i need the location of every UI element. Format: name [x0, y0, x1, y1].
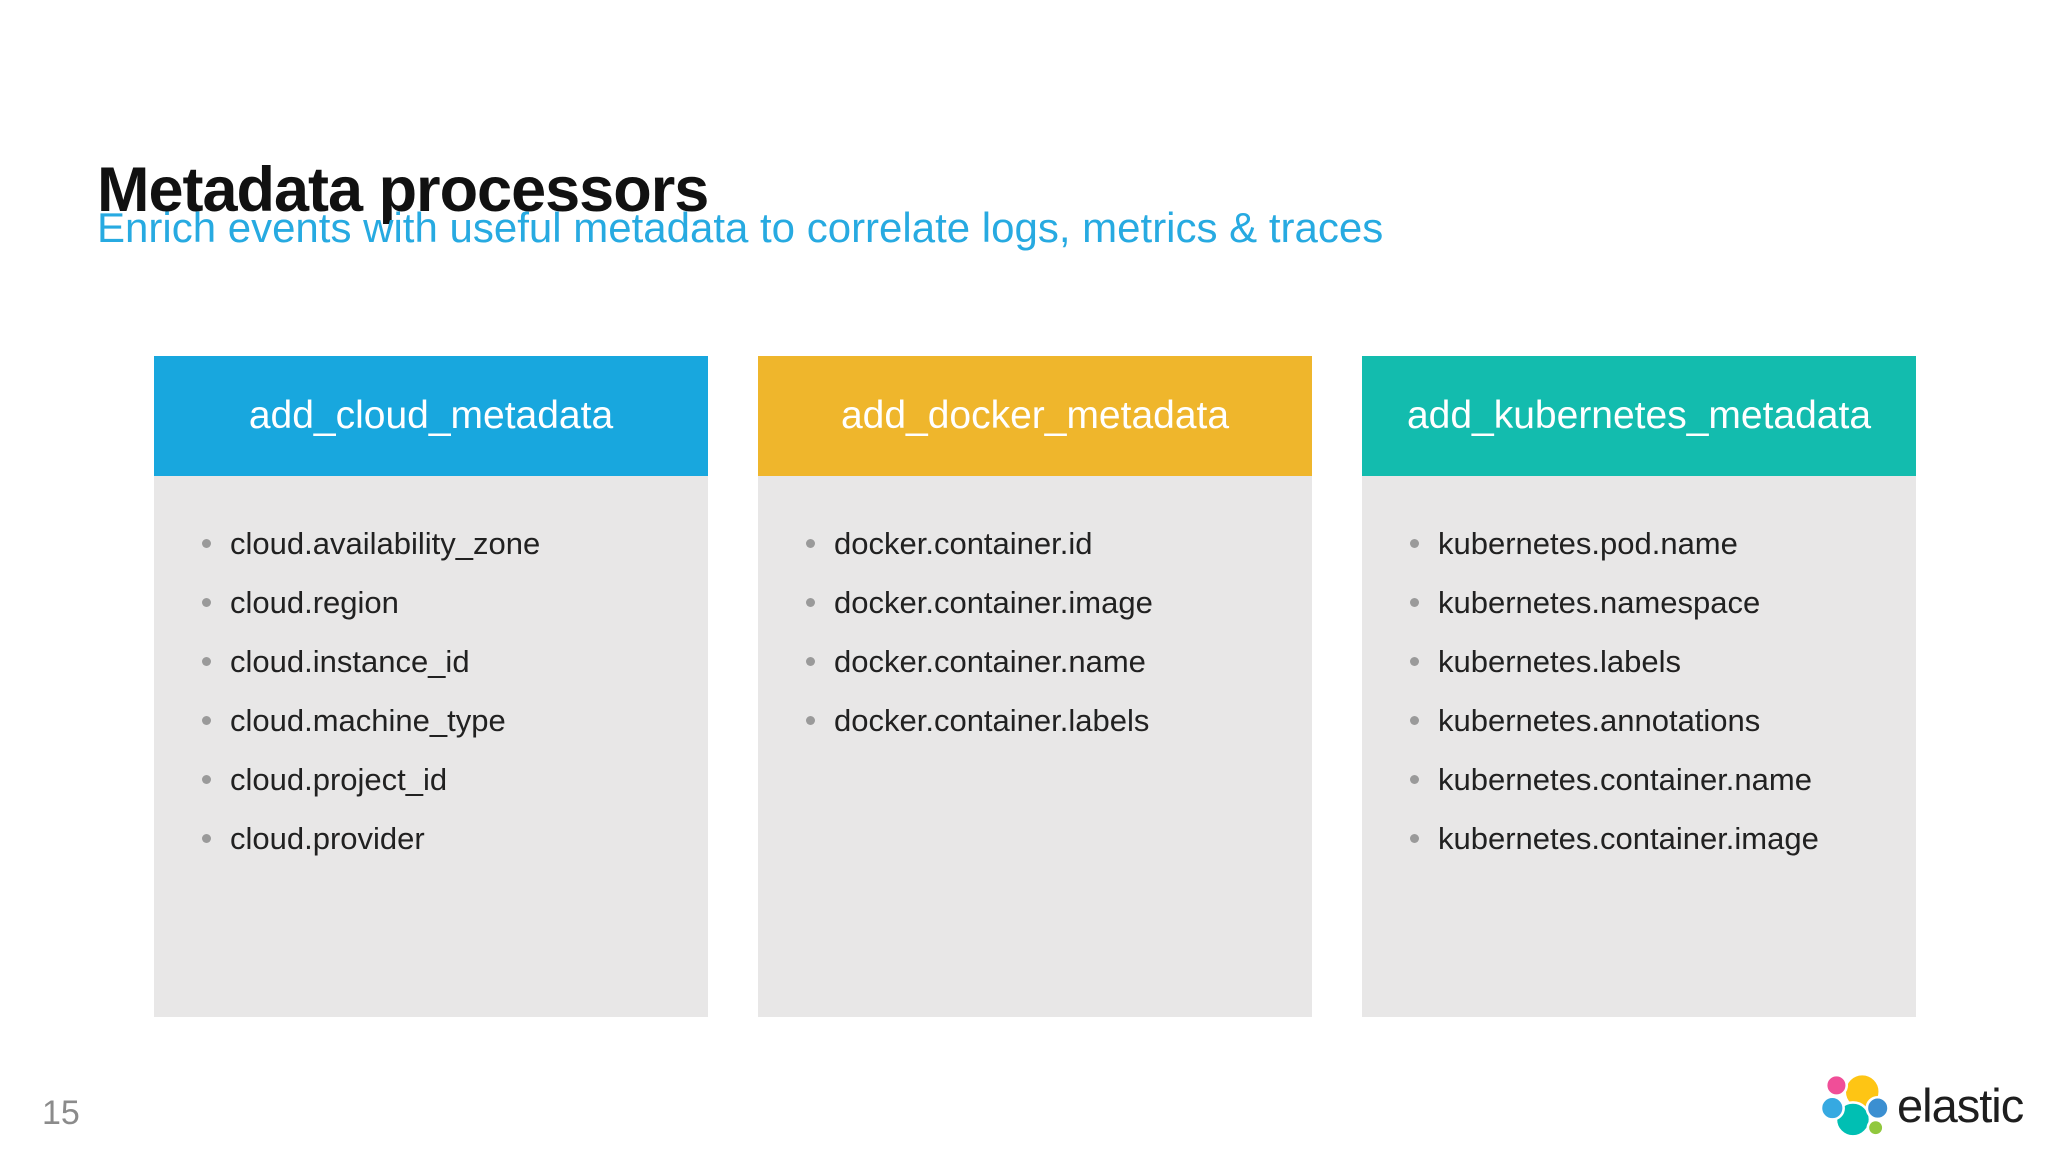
bullet-icon [202, 539, 211, 548]
field-name: docker.container.image [834, 584, 1153, 620]
field-name: cloud.region [230, 584, 399, 620]
bullet-icon [1410, 657, 1419, 666]
bullet-icon [1410, 716, 1419, 725]
field-name: docker.container.id [834, 525, 1093, 561]
card-header-docker: add_docker_metadata [758, 356, 1312, 476]
card-body-kubernetes: kubernetes.pod.name kubernetes.namespace… [1362, 476, 1916, 1017]
bullet-icon [202, 834, 211, 843]
field-name: kubernetes.container.image [1438, 820, 1819, 856]
bullet-icon [806, 716, 815, 725]
card-header-kubernetes: add_kubernetes_metadata [1362, 356, 1916, 476]
elastic-wordmark: elastic [1897, 1078, 2024, 1132]
field-name: kubernetes.namespace [1438, 584, 1761, 620]
card-body-docker: docker.container.id docker.container.ima… [758, 476, 1312, 1017]
processor-cards: add_cloud_metadata cloud.availability_zo… [154, 356, 1916, 1017]
bullet-icon [202, 657, 211, 666]
bullet-icon [806, 598, 815, 607]
list-item: kubernetes.namespace [1362, 573, 1916, 632]
elastic-logo-icon [1822, 1072, 1888, 1138]
field-list: kubernetes.pod.name kubernetes.namespace… [1362, 514, 1916, 868]
list-item: cloud.machine_type [154, 691, 708, 750]
field-name: kubernetes.container.name [1438, 761, 1812, 797]
card-add-kubernetes-metadata: add_kubernetes_metadata kubernetes.pod.n… [1362, 356, 1916, 1017]
field-name: cloud.machine_type [230, 702, 506, 738]
card-add-cloud-metadata: add_cloud_metadata cloud.availability_zo… [154, 356, 708, 1017]
field-name: kubernetes.annotations [1438, 702, 1761, 738]
list-item: docker.container.id [758, 514, 1312, 573]
list-item: cloud.instance_id [154, 632, 708, 691]
field-list: cloud.availability_zone cloud.region clo… [154, 514, 708, 868]
bullet-icon [1410, 598, 1419, 607]
field-name: kubernetes.labels [1438, 643, 1681, 679]
list-item: docker.container.labels [758, 691, 1312, 750]
card-header-cloud: add_cloud_metadata [154, 356, 708, 476]
bullet-icon [202, 775, 211, 784]
list-item: kubernetes.annotations [1362, 691, 1916, 750]
field-name: cloud.project_id [230, 761, 448, 797]
field-name: cloud.provider [230, 820, 425, 856]
list-item: docker.container.image [758, 573, 1312, 632]
list-item: kubernetes.container.image [1362, 809, 1916, 868]
list-item: cloud.region [154, 573, 708, 632]
card-body-cloud: cloud.availability_zone cloud.region clo… [154, 476, 708, 1017]
card-add-docker-metadata: add_docker_metadata docker.container.id … [758, 356, 1312, 1017]
page-title: Metadata processors [97, 155, 709, 226]
page-subtitle: Enrich events with useful metadata to co… [97, 204, 1384, 251]
bullet-icon [202, 598, 211, 607]
list-item: kubernetes.labels [1362, 632, 1916, 691]
list-item: kubernetes.container.name [1362, 750, 1916, 809]
list-item: cloud.availability_zone [154, 514, 708, 573]
elastic-logo: elastic [1822, 1072, 2024, 1138]
field-name: cloud.instance_id [230, 643, 470, 679]
field-name: kubernetes.pod.name [1438, 525, 1738, 561]
bullet-icon [806, 539, 815, 548]
page-number: 15 [42, 1094, 80, 1132]
list-item: cloud.project_id [154, 750, 708, 809]
field-name: cloud.availability_zone [230, 525, 541, 561]
bullet-icon [1410, 834, 1419, 843]
list-item: docker.container.name [758, 632, 1312, 691]
bullet-icon [1410, 539, 1419, 548]
bullet-icon [806, 657, 815, 666]
field-name: docker.container.labels [834, 702, 1150, 738]
bullet-icon [202, 716, 211, 725]
list-item: cloud.provider [154, 809, 708, 868]
list-item: kubernetes.pod.name [1362, 514, 1916, 573]
field-list: docker.container.id docker.container.ima… [758, 514, 1312, 750]
field-name: docker.container.name [834, 643, 1146, 679]
bullet-icon [1410, 775, 1419, 784]
